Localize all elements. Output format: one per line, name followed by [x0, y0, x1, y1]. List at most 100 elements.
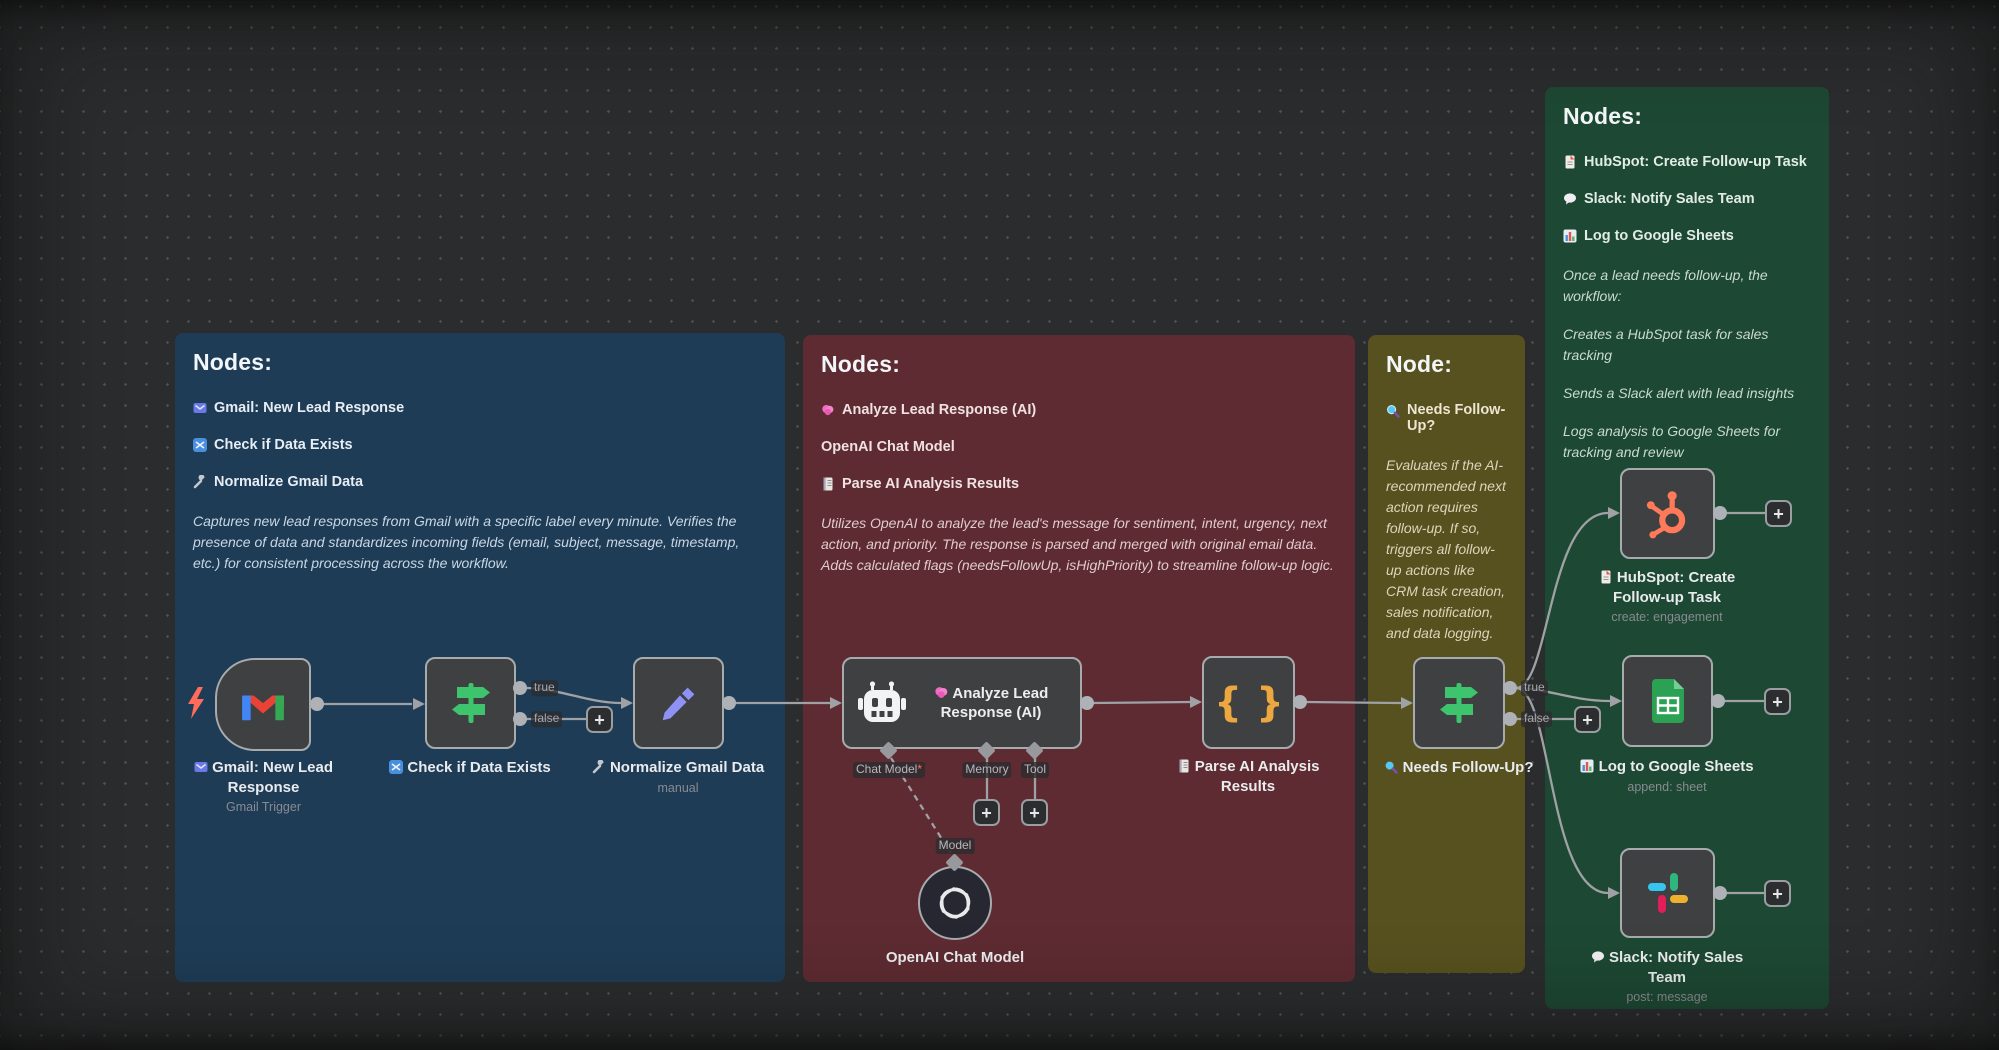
speech-bubble-icon — [1564, 193, 1576, 205]
node-gmail-trigger[interactable] — [215, 658, 311, 751]
braces-icon: { } — [1219, 680, 1279, 726]
sticky-title: Nodes: — [821, 351, 901, 377]
node-check-if-data-exists[interactable] — [425, 657, 516, 749]
sticky-note-ai[interactable]: Nodes: Analyze Lead Response (AI) OpenAI… — [803, 335, 1355, 982]
sticky-title: Node: — [1386, 351, 1453, 377]
node-label-slack: Slack: Notify Sales Team — [1587, 948, 1747, 987]
needs-true-port[interactable] — [1503, 681, 1517, 695]
node-label-sheets: Log to Google Sheets — [1572, 757, 1762, 777]
sticky-description: Sends a Slack alert with lead insights — [1563, 385, 1795, 401]
normalize-output-port[interactable] — [722, 696, 736, 710]
check-true-label: true — [531, 680, 558, 696]
sticky-list-item: Check if Data Exists — [193, 437, 767, 453]
bar-chart-icon — [1563, 229, 1577, 243]
node-label-normalize: Normalize Gmail Data — [573, 758, 783, 778]
openai-logo-icon — [939, 887, 971, 919]
node-hubspot-create-task[interactable] — [1620, 468, 1715, 559]
sticky-list-item: Needs Follow-Up? — [1386, 402, 1507, 434]
node-parse-ai-analysis[interactable]: { } — [1202, 656, 1295, 749]
node-label-check: Check if Data Exists — [370, 758, 570, 778]
node-label-gmail: Gmail: New Lead Response — [181, 758, 346, 797]
document-icon — [1601, 570, 1611, 584]
node-analyze-lead-response-ai[interactable]: Analyze Lead Response (AI) — [842, 657, 1082, 749]
node-label-needs: Needs Follow-Up? — [1364, 758, 1554, 778]
slack-logo-icon — [1647, 873, 1688, 913]
signpost-icon — [451, 683, 490, 723]
sticky-list-item: Log to Google Sheets — [1563, 228, 1811, 244]
node-subtitle: append: sheet — [1627, 779, 1707, 794]
sticky-list-item: OpenAI Chat Model — [821, 439, 955, 455]
node-needs-follow-up[interactable] — [1413, 657, 1505, 749]
node-subtitle: Gmail Trigger — [225, 800, 302, 814]
gmail-logo-icon — [242, 695, 284, 720]
gmail-output-port[interactable] — [310, 697, 324, 711]
document-icon — [1565, 155, 1575, 169]
svg-text:{ }: { } — [1219, 680, 1279, 726]
add-node-button[interactable]: + — [1574, 706, 1601, 733]
node-label-parse: Parse AI Analysis Results — [1168, 757, 1328, 796]
notebook-icon — [1179, 759, 1189, 773]
parse-output-port[interactable] — [1293, 695, 1307, 709]
magnifier-icon — [1386, 404, 1400, 418]
node-subtitle: manual — [657, 780, 699, 795]
trigger-bolt-icon — [188, 687, 204, 719]
node-log-to-google-sheets[interactable] — [1622, 655, 1713, 747]
sticky-description: Evaluates if the AI-recommended next act… — [1386, 457, 1506, 641]
add-node-button[interactable]: + — [586, 706, 613, 733]
brain-icon — [935, 686, 948, 698]
signpost-icon — [1440, 683, 1478, 723]
slack-output-port[interactable] — [1713, 886, 1727, 900]
hubspot-output-port[interactable] — [1713, 506, 1727, 520]
sticky-description: Utilizes OpenAI to analyze the lead's me… — [821, 515, 1334, 573]
add-node-button[interactable]: + — [1764, 688, 1791, 715]
needs-false-label: false — [1521, 711, 1553, 727]
sticky-list-item: Parse AI Analysis Results — [821, 476, 1337, 492]
speech-bubble-icon — [1591, 951, 1604, 963]
sticky-list-item: Gmail: New Lead Response — [193, 400, 767, 416]
magnifier-icon — [1386, 761, 1399, 774]
node-openai-chat-model[interactable] — [918, 866, 992, 940]
sticky-list-item: Normalize Gmail Data — [193, 474, 767, 490]
node-label-hubspot: HubSpot: Create Follow-up Task — [1592, 568, 1742, 607]
node-slack-notify-sales[interactable] — [1620, 848, 1715, 938]
sheets-output-port[interactable] — [1711, 694, 1725, 708]
ai-node-title: Analyze Lead Response (AI) — [916, 684, 1066, 723]
wrench-icon — [193, 475, 205, 489]
sticky-description: Logs analysis to Google Sheets for track… — [1563, 423, 1781, 460]
brain-icon — [822, 405, 834, 416]
check-true-port[interactable] — [513, 681, 527, 695]
shuffle-icon — [193, 438, 207, 452]
sticky-list-item: HubSpot: Create Follow-up Task — [1563, 154, 1811, 170]
wrench-icon — [592, 760, 604, 774]
add-node-button[interactable]: + — [1765, 500, 1792, 527]
sticky-title: Nodes: — [1563, 103, 1643, 129]
add-memory-button[interactable]: + — [973, 799, 1000, 826]
chat-model-port-label: Chat Model* — [852, 762, 926, 778]
hubspot-logo-icon — [1646, 490, 1685, 538]
add-tool-button[interactable]: + — [1021, 799, 1048, 826]
sticky-list-item: Slack: Notify Sales Team — [1563, 191, 1811, 207]
node-label-openai: OpenAI Chat Model — [885, 949, 1025, 966]
memory-port-label: Memory — [962, 762, 1012, 778]
shuffle-icon — [389, 760, 404, 774]
check-false-port[interactable] — [513, 712, 527, 726]
ai-output-port[interactable] — [1080, 696, 1094, 710]
sticky-description: Once a lead needs follow-up, the workflo… — [1563, 267, 1768, 304]
sticky-description: Captures new lead responses from Gmail w… — [193, 513, 740, 571]
node-subtitle: post: message — [1626, 990, 1708, 1004]
robot-icon — [858, 681, 906, 722]
sticky-list-item: Analyze Lead Response (AI) — [821, 402, 1337, 418]
needs-true-label: true — [1521, 680, 1548, 696]
notebook-icon — [823, 477, 833, 491]
model-port-label: Model — [935, 838, 975, 854]
needs-false-port[interactable] — [1503, 712, 1517, 726]
gmail-envelope-icon — [193, 403, 207, 413]
google-sheets-icon — [1651, 679, 1684, 723]
check-false-label: false — [531, 711, 563, 727]
sticky-note-decision[interactable]: Node: Needs Follow-Up? Evaluates if the … — [1368, 335, 1525, 973]
sticky-title: Nodes: — [193, 349, 273, 375]
node-normalize-gmail-data[interactable] — [633, 657, 724, 749]
node-subtitle: create: engagement — [1611, 610, 1723, 624]
add-node-button[interactable]: + — [1764, 880, 1791, 907]
